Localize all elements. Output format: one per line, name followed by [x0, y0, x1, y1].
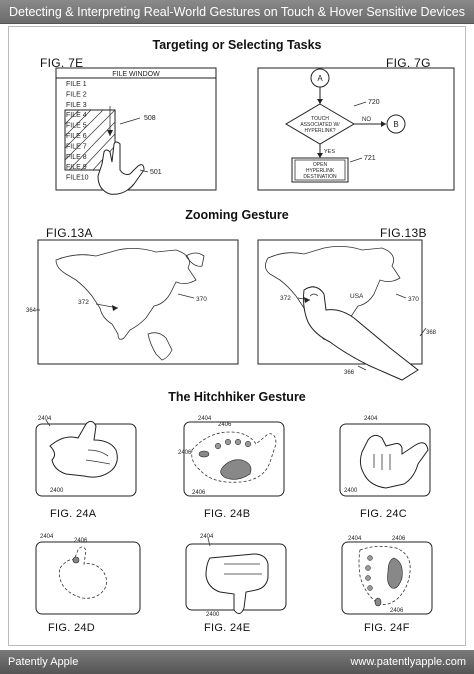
ref-370: 370 — [408, 296, 419, 303]
header-bar: Detecting & Interpreting Real-World Gest… — [0, 0, 474, 24]
thumbs-up-hand — [49, 420, 118, 478]
usa-label: USA — [350, 293, 364, 300]
decision-text: TOUCH — [311, 116, 329, 122]
file-list-item: FILE 2 — [66, 91, 87, 98]
node-b-label: B — [393, 120, 398, 129]
fig-7e-drawing: FILE WINDOW FILE 1 FILE 2 FILE 3 FILE 4 FILE… — [55, 67, 217, 195]
palm-side-contact — [387, 557, 403, 589]
ref-2406: 2406 — [218, 422, 232, 428]
ref-2406: 2406 — [178, 450, 192, 456]
ref-366: 366 — [344, 370, 355, 376]
patent-sheet — [8, 26, 466, 646]
decision-text: ASSOCIATED W/ — [300, 122, 340, 128]
no-branch-label: NO — [362, 117, 371, 123]
ref-501: 501 — [150, 169, 162, 176]
finger-contact — [72, 556, 80, 564]
ref-2400: 2400 — [50, 488, 64, 494]
ref-2404: 2404 — [364, 416, 378, 422]
thumb-side-hand — [359, 434, 429, 489]
fig-24f-label: FIG. 24F — [364, 622, 410, 634]
ref-2406: 2406 — [74, 538, 88, 544]
palm-contact — [220, 459, 252, 480]
selection-rectangle — [64, 109, 116, 171]
file-window-frame — [55, 67, 217, 191]
section-title-hitchhiker: The Hitchhiker Gesture — [168, 390, 306, 404]
file-list-item: FILE 5 — [66, 123, 87, 130]
action-box — [291, 157, 349, 183]
file-list-item: FILE 1 — [66, 81, 87, 88]
ref-372: 372 — [78, 299, 89, 306]
thumb-contact — [198, 450, 210, 458]
ref-2404: 2404 — [40, 534, 54, 540]
header-title: Detecting & Interpreting Real-World Gest… — [9, 5, 465, 19]
decision-text: HYPERLINK? — [304, 128, 335, 134]
ref-2404: 2404 — [198, 416, 212, 422]
file-list-item: FILE10 — [66, 175, 89, 182]
footer-brand: Patently Apple — [8, 656, 79, 668]
ref-508: 508 — [144, 115, 156, 122]
fig-24d-label: FIG. 24D — [48, 622, 96, 634]
section-title-targeting: Targeting or Selecting Tasks — [152, 38, 322, 52]
node-a-label: A — [317, 74, 323, 83]
fig-24f-drawing: 2404 2406 2406 — [341, 536, 433, 615]
file-list-item: FILE 9 — [66, 164, 87, 171]
file-list-item: FILE 3 — [66, 102, 87, 109]
ref-2400: 2400 — [206, 612, 220, 618]
action-text: HYPERLINK — [306, 168, 335, 174]
ref-2406: 2406 — [392, 536, 406, 542]
action-text: OPEN — [313, 162, 328, 168]
north-america-outline — [55, 248, 197, 340]
node-b — [386, 114, 406, 134]
pointing-hand — [97, 141, 145, 195]
fig-24c-drawing: 2404 2400 — [339, 416, 431, 497]
south-america-outline — [147, 332, 173, 361]
fig-13b-map: 372 USA 370 368 366 — [257, 239, 437, 381]
ref-2404: 2404 — [200, 534, 214, 540]
fig-24a-label: FIG. 24A — [50, 508, 97, 520]
ref-2406: 2406 — [390, 608, 404, 614]
action-text: DESTINATION — [303, 174, 337, 180]
footer-url[interactable]: www.patentlyapple.com — [350, 656, 466, 668]
fig-7g-flowchart: A TOUCH ASSOCIATED W/ HYPERLINK? NO B YE… — [257, 67, 455, 191]
ref-364: 364 — [26, 308, 37, 314]
ref-372: 372 — [280, 295, 291, 302]
file-window-title: FILE WINDOW — [112, 71, 160, 78]
fig-7e-label: FIG. 7E — [40, 56, 84, 70]
ref-2400: 2400 — [344, 488, 358, 494]
thumbs-down-hand — [205, 553, 269, 614]
fig-24b-drawing: 2404 2406 2406 2406 — [178, 416, 285, 497]
fig-13b-label: FIG.13B — [380, 226, 427, 240]
file-list-item: FILE 7 — [66, 143, 87, 150]
fig-24b-label: FIG. 24B — [204, 508, 251, 520]
ref-368: 368 — [426, 330, 437, 336]
ref-721: 721 — [364, 155, 376, 162]
fig-13a-label: FIG.13A — [46, 226, 93, 240]
fig-13a-map: 372 370 364 — [26, 239, 239, 365]
file-list-item: FILE 8 — [66, 154, 87, 161]
section-title-zooming: Zooming Gesture — [185, 208, 289, 222]
ref-2404: 2404 — [348, 536, 362, 542]
fig-24e-drawing: 2404 2400 — [185, 534, 287, 618]
file-list-item: FILE 4 — [66, 112, 87, 119]
yes-branch-label: YES — [324, 149, 335, 155]
footer-bar: Patently Apple www.patentlyapple.com — [0, 650, 474, 674]
ref-2406: 2406 — [192, 490, 206, 496]
north-america-outline — [265, 246, 401, 340]
ref-2404: 2404 — [38, 416, 52, 422]
fig-24c-label: FIG. 24C — [360, 508, 408, 520]
fig-24a-drawing: 2404 2400 — [35, 416, 137, 497]
ref-720: 720 — [368, 99, 380, 106]
ref-370: 370 — [196, 296, 207, 303]
fig-24d-drawing: 2404 2406 — [35, 534, 141, 615]
fig-24e-label: FIG. 24E — [204, 622, 251, 634]
pinching-hand — [303, 286, 419, 381]
fig-7g-label: FIG. 7G — [386, 56, 431, 70]
